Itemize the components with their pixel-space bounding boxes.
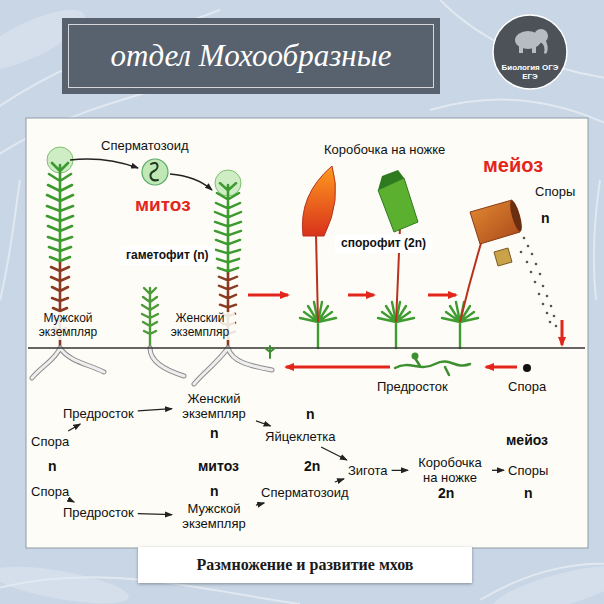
diagram-panel [26,118,588,548]
node-text: Зигота [348,463,388,478]
title-band: отдел Мохообразные [62,18,440,94]
logo-badge [493,15,567,89]
caption-box: Размножение и развитие мхов [138,547,472,583]
node-text: Коробочка на ножке [412,455,488,485]
node-text: Споры [508,463,548,478]
flow-term: Спора [29,433,71,450]
text-label: n [48,458,57,474]
text-label: Споры [535,185,575,200]
node-text: Предросток [63,406,134,421]
flow-term: Женский экземпляр [174,390,254,422]
text-label: Предросток [377,380,448,395]
text-label: Биология ОГЭ ЕГЭ [499,63,561,81]
young-moss [142,288,158,346]
flow-arrow [492,470,504,471]
flow-arrow [138,514,172,515]
stage-tag: спорофит (2n) [335,234,432,253]
flow-term: Яйцеклетка [263,428,338,445]
text-label: n [210,483,219,499]
title-text: отдел Мохообразные [111,38,392,74]
text-label: митоз [135,194,191,216]
cycle-arrows [248,295,562,367]
stage-tag: гаметофит (n) [120,246,215,265]
node-text: Мужской экземпляр [176,501,252,531]
young-capsule [302,166,335,236]
text-label: Мужской экземпляр [33,312,103,340]
text-label: Спора [508,380,546,395]
rhizoids [32,348,272,384]
node-text: Сперматозоид [261,485,349,500]
node-text: Яйцеклетка [265,429,336,444]
flow-arrow [138,409,172,411]
falling-spores [520,237,558,328]
flow-arrow [256,421,271,426]
text-label: n [541,210,550,226]
node-text: Спора [31,484,69,499]
text-label: Коробочка на ножке [324,143,445,158]
node-text: гаметофит (n) [126,248,209,263]
flow-term: Споры [506,462,550,479]
text-label: Женский экземпляр [165,312,235,340]
text-label: Сперматозоид [101,139,189,154]
text-label: n [210,425,219,441]
flow-term: Предросток [61,405,136,422]
flow-arrow [335,479,344,482]
sperm-cell [142,159,168,185]
flow-arrow [68,424,80,431]
capsule-lid [494,248,512,266]
caption-text: Размножение и развитие мхов [197,556,414,574]
node-text: Спора [31,434,69,449]
flow-term: Предросток [61,504,136,521]
text-label: 2n [304,458,320,474]
flow-arrow [73,501,74,503]
flow-term: Спора [29,483,71,500]
text-label: n [524,485,533,501]
text-label: n [306,406,315,422]
text-label: мейоз [483,154,543,177]
text-label: митоз [198,458,239,474]
elephant-icon [515,29,548,54]
node-text: спорофит (2n) [341,236,426,251]
ground-line [28,347,585,349]
node-text: Женский экземпляр [176,391,252,421]
flow-term: Мужской экземпляр [174,500,254,532]
text-label: 2n [438,485,454,501]
flow-arrow [321,447,347,460]
protonema [395,358,470,375]
flow-term: Сперматозоид [259,484,351,501]
node-text: Предросток [63,505,134,520]
spore-dot [523,364,531,372]
flow-arrow [392,470,408,471]
flow-term: Коробочка на ножке [410,454,490,486]
text-label: мейоз [506,432,548,448]
flow-arrow [256,503,264,505]
flow-term: Зигота [346,462,390,479]
